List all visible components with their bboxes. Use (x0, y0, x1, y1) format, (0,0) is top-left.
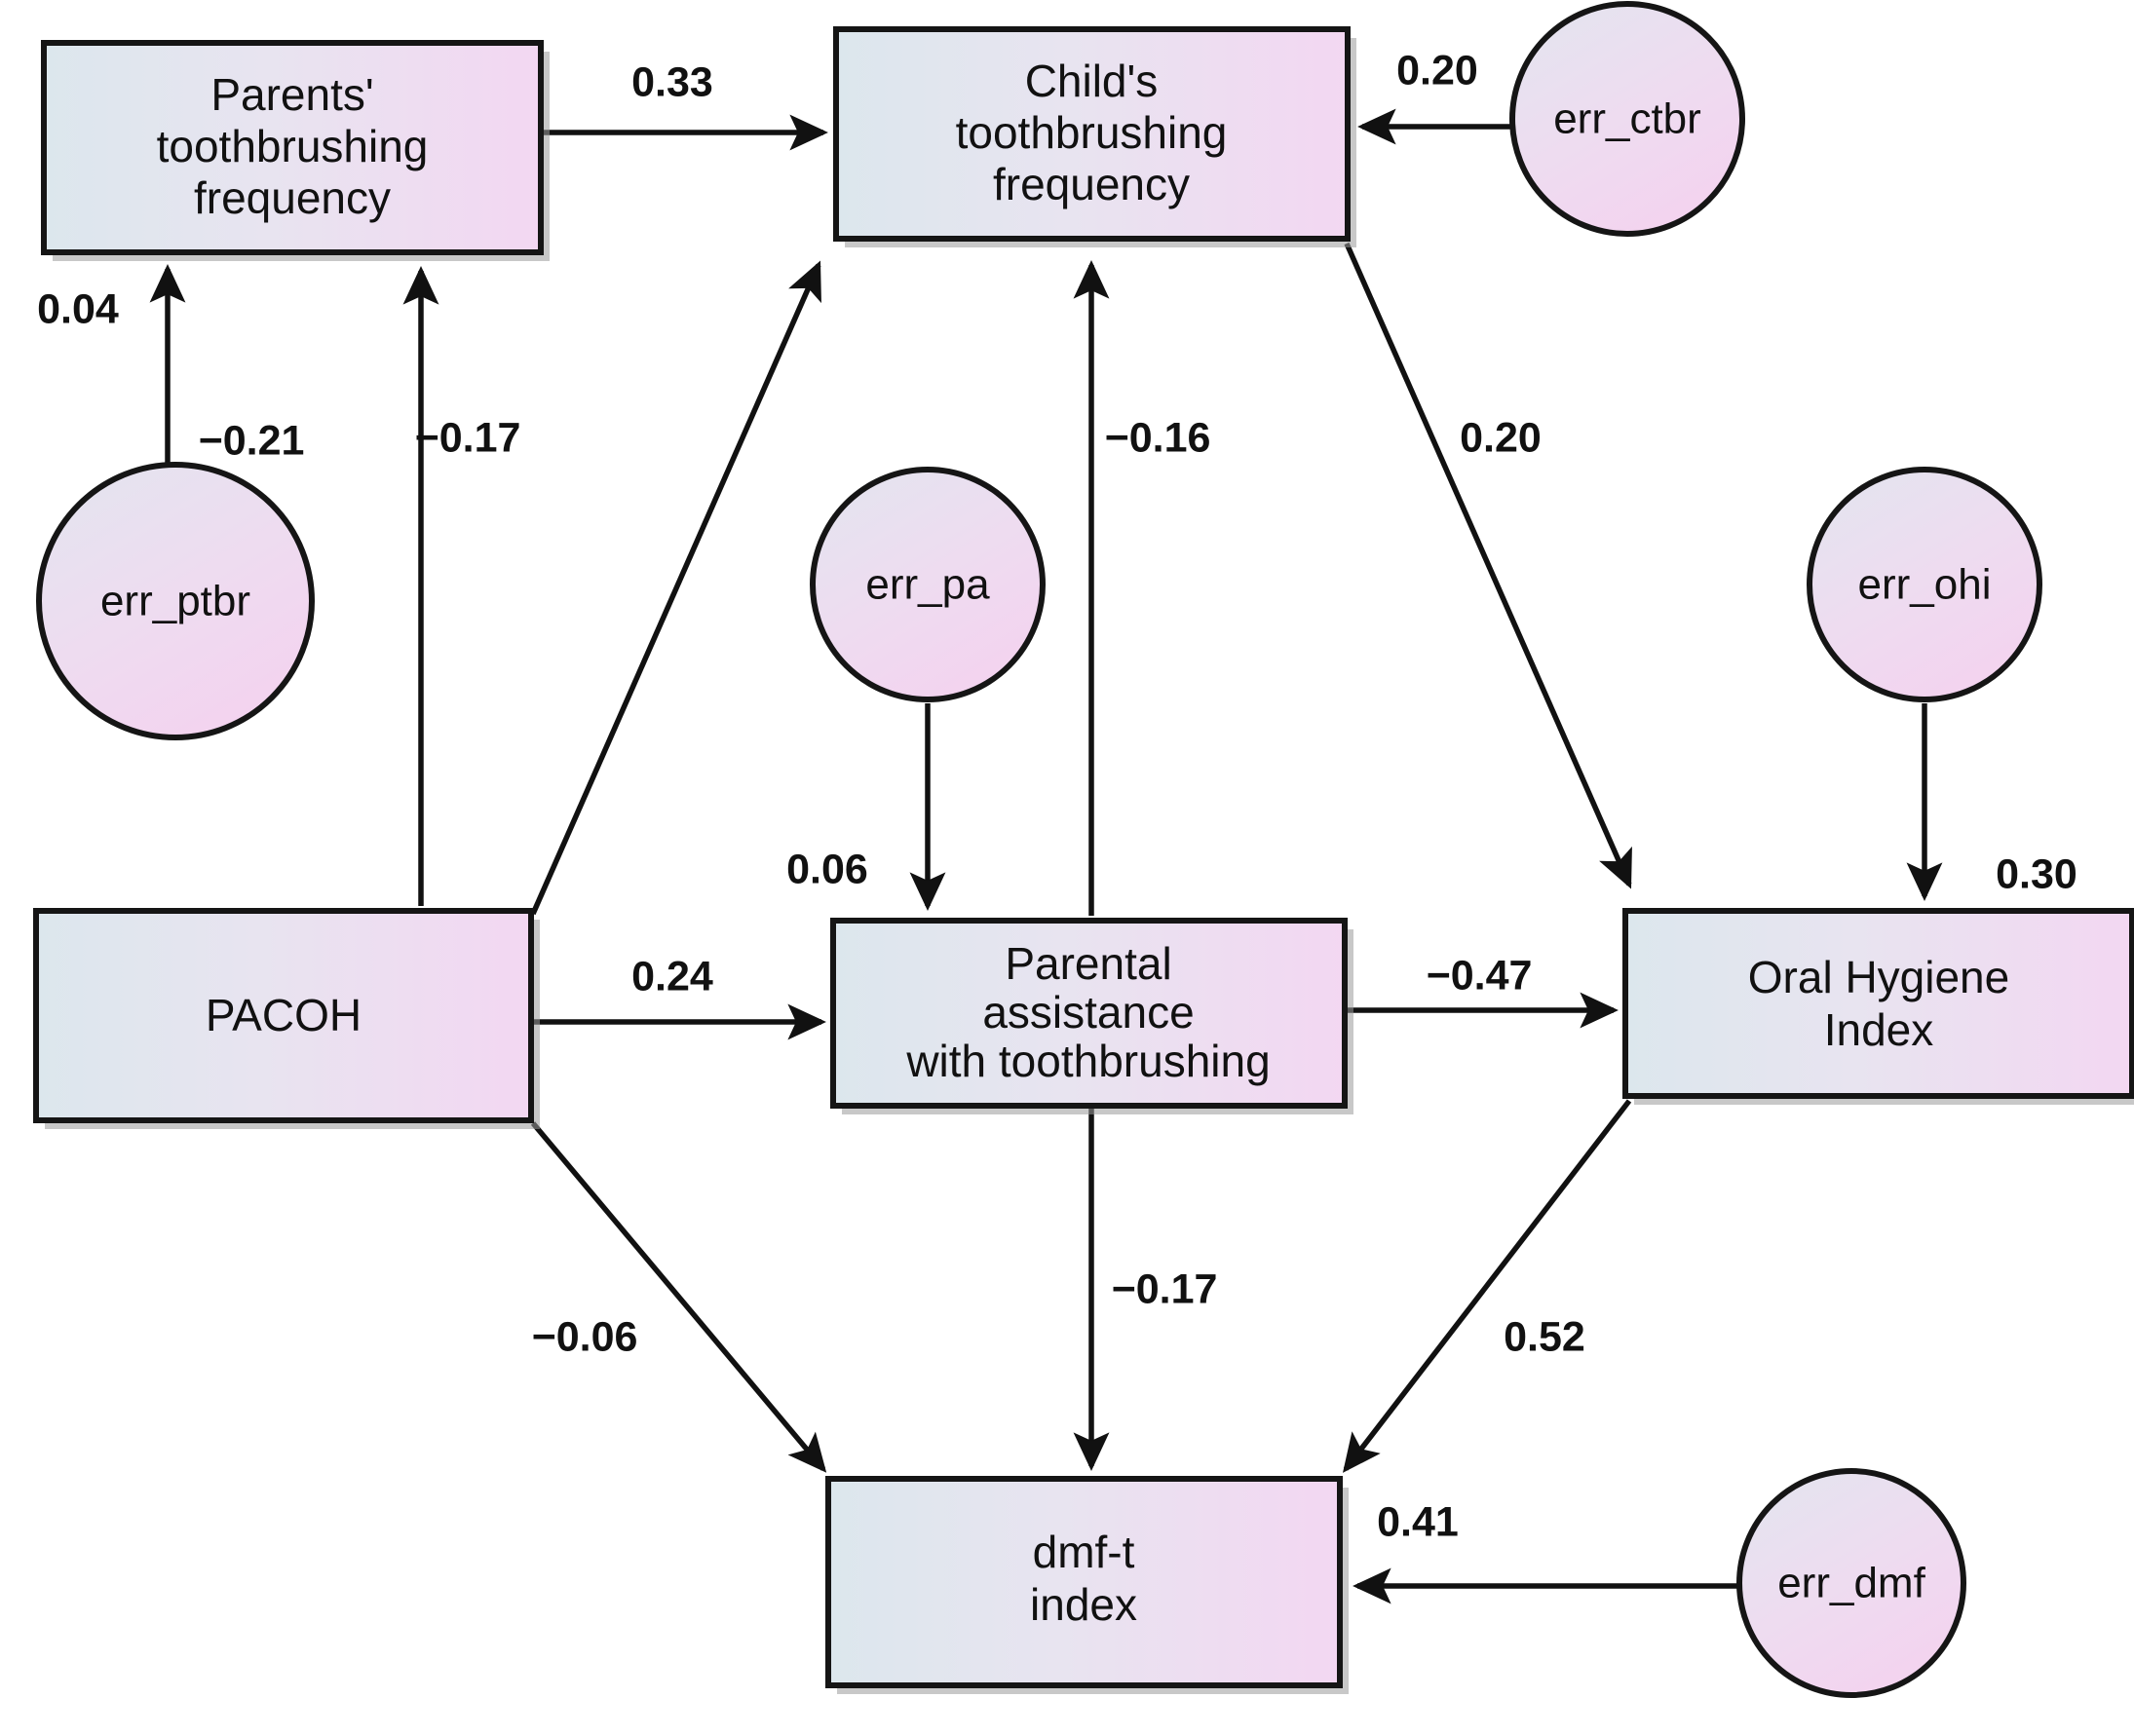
node-label-line: Child's (1025, 56, 1159, 106)
node-label-line: Index (1824, 1004, 1934, 1055)
node-label-err-pa: err_pa (865, 561, 990, 609)
node-pacoh[interactable]: PACOH (33, 908, 540, 1129)
node-label-line: frequency (993, 159, 1190, 209)
node-label-err-ctbr: err_ctbr (1553, 95, 1701, 143)
edge-label-pacoh-to-dmf: −0.06 (532, 1313, 638, 1360)
node-oral-hygiene-index[interactable]: Oral Hygiene Index (1622, 908, 2134, 1105)
node-dmf-t-index[interactable]: dmf-t index (825, 1476, 1349, 1694)
circle-nodes-layer: err_ptbr err_ctbr err_pa err_ohi err_dmf (36, 1, 2042, 1698)
edge-label-err-pa-to-pa: 0.06 (786, 846, 868, 892)
edge-pacoh-to-ctbr (530, 260, 821, 916)
edges-layer (149, 108, 1943, 1604)
edge-label-pa-to-ctbr: −0.16 (1105, 414, 1211, 461)
node-childs-toothbrushing-frequency[interactable]: Child's toothbrushing frequency (833, 26, 1356, 247)
edge-label-pa-to-ohi: −0.47 (1427, 952, 1533, 999)
edge-label-ohi-to-dmf: 0.52 (1504, 1313, 1585, 1360)
node-err-ohi[interactable]: err_ohi (1807, 467, 2042, 702)
node-err-ctbr[interactable]: err_ctbr (1509, 1, 1745, 237)
node-label-line: toothbrushing (157, 121, 429, 171)
edge-ohi-to-dmf (1342, 1099, 1632, 1473)
node-label-err-ptbr: err_ptbr (100, 578, 250, 625)
box-nodes-layer: Parents' toothbrushing frequency Child's… (33, 26, 2134, 1694)
node-label-line: dmf-t (1033, 1527, 1135, 1577)
node-label-line: Oral Hygiene (1748, 952, 2009, 1002)
node-parents-toothbrushing-frequency[interactable]: Parents' toothbrushing frequency (41, 40, 550, 261)
node-label-line: with toothbrushing (905, 1036, 1270, 1086)
node-label-err-dmf: err_dmf (1777, 1560, 1925, 1607)
node-err-dmf[interactable]: err_dmf (1736, 1468, 1966, 1698)
edge-label-pacoh-to-ctbr: −0.17 (415, 414, 521, 461)
edge-pacoh-to-dmf (530, 1121, 827, 1473)
edge-label-ctbr-to-ohi: 0.20 (1460, 414, 1542, 461)
node-label-line: frequency (194, 172, 391, 223)
edge-label-ptbr-to-ctbr: 0.33 (631, 58, 713, 105)
edge-ctbr-to-ohi (1344, 242, 1632, 889)
node-err-pa[interactable]: err_pa (810, 467, 1046, 702)
node-label-line: toothbrushing (956, 107, 1228, 158)
edge-label-pacoh-to-ptbr: −0.21 (199, 417, 305, 464)
node-label-line: Parental (1005, 938, 1171, 989)
edge-label-err-ptbr-to-ptbr: 0.04 (37, 285, 119, 332)
edge-labels-layer: 0.33 0.20 0.04 −0.21 −0.17 −0.16 0.20 0.… (37, 47, 2077, 1545)
edge-label-pacoh-to-pa: 0.24 (631, 953, 713, 1000)
node-parental-assistance-with-toothbrushing[interactable]: Parental assistance with toothbrushing (830, 918, 1353, 1114)
node-label-err-ohi: err_ohi (1858, 561, 1992, 609)
edge-label-err-ctbr-to-ctbr: 0.20 (1396, 47, 1478, 94)
edge-label-err-dmf-to-dmf: 0.41 (1377, 1498, 1459, 1545)
node-label-line: index (1030, 1579, 1137, 1630)
edge-label-err-ohi-to-ohi: 0.30 (1996, 850, 2077, 897)
node-label-line: Parents' (210, 69, 373, 120)
node-label-line: PACOH (206, 990, 362, 1040)
edge-label-pa-to-dmf: −0.17 (1112, 1265, 1218, 1312)
node-label-line: assistance (982, 987, 1194, 1038)
node-err-ptbr[interactable]: err_ptbr (36, 462, 315, 740)
